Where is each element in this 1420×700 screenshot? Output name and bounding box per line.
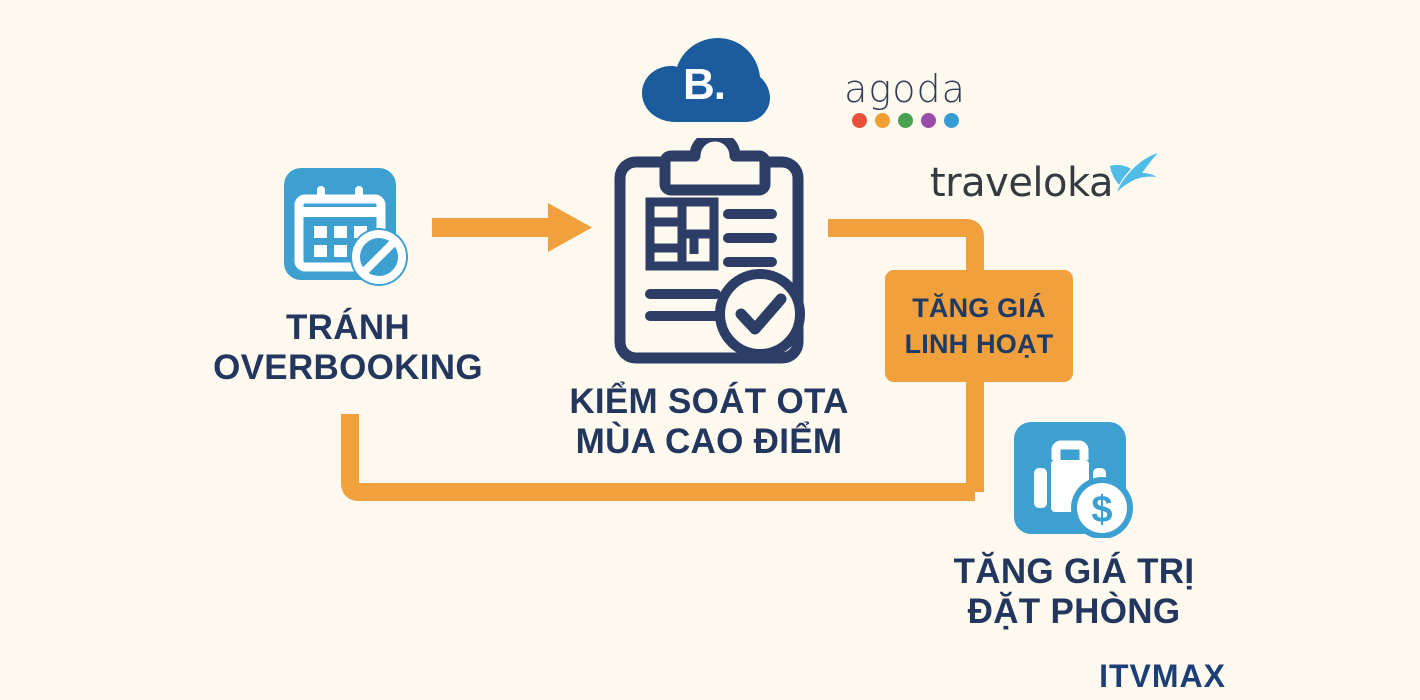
label-avoid-overbooking-line2: OVERBOOKING <box>213 347 483 387</box>
badge-line-2: LINH HOẠT <box>904 329 1054 359</box>
agoda-dot-red <box>851 113 867 128</box>
traveloka-wordmark: traveloka <box>930 160 1113 206</box>
booking-b-letter: B. <box>683 60 726 109</box>
brand-itvmax: ITVMAX <box>1099 658 1226 694</box>
bird-icon <box>1110 153 1158 192</box>
svg-text:$: $ <box>1091 489 1112 531</box>
label-booking-value-line1: TĂNG GIÁ TRỊ <box>953 552 1195 591</box>
arrow-calendar-to-clipboard <box>432 203 592 252</box>
agoda-dots <box>840 113 970 128</box>
label-avoid-overbooking-line1: TRÁNH <box>286 308 410 347</box>
label-booking-value: TĂNG GIÁ TRỊ ĐẶT PHÒNG <box>900 552 1248 632</box>
flexible-pricing-badge[interactable]: TĂNG GIÁ LINH HOẠT <box>885 270 1073 382</box>
agoda-wordmark: agoda <box>844 67 966 111</box>
agoda-dot-purple <box>920 113 936 128</box>
booking-com-logo: B. <box>638 36 770 126</box>
agoda-logo: agoda <box>840 68 970 130</box>
agoda-dot-blue <box>943 113 959 128</box>
agoda-dot-green <box>897 113 913 128</box>
badge-line-1: TĂNG GIÁ <box>912 293 1046 323</box>
label-ota-control: KIỂM SOÁT OTA MÙA CAO ĐIỂM <box>516 382 902 462</box>
luggage-dollar-icon: $ <box>1014 422 1134 539</box>
clipboard-check-icon <box>608 130 816 370</box>
label-ota-control-line1: KIỂM SOÁT OTA <box>569 382 849 421</box>
label-avoid-overbooking: TRÁNH OVERBOOKING <box>178 308 518 388</box>
calendar-blocked-icon <box>284 168 412 290</box>
cloud-icon <box>642 38 770 122</box>
label-booking-value-line2: ĐẶT PHÒNG <box>967 591 1181 631</box>
label-ota-control-line2: MÙA CAO ĐIỂM <box>575 421 843 461</box>
traveloka-logo: traveloka <box>930 152 1160 214</box>
agoda-dot-orange <box>874 113 890 128</box>
